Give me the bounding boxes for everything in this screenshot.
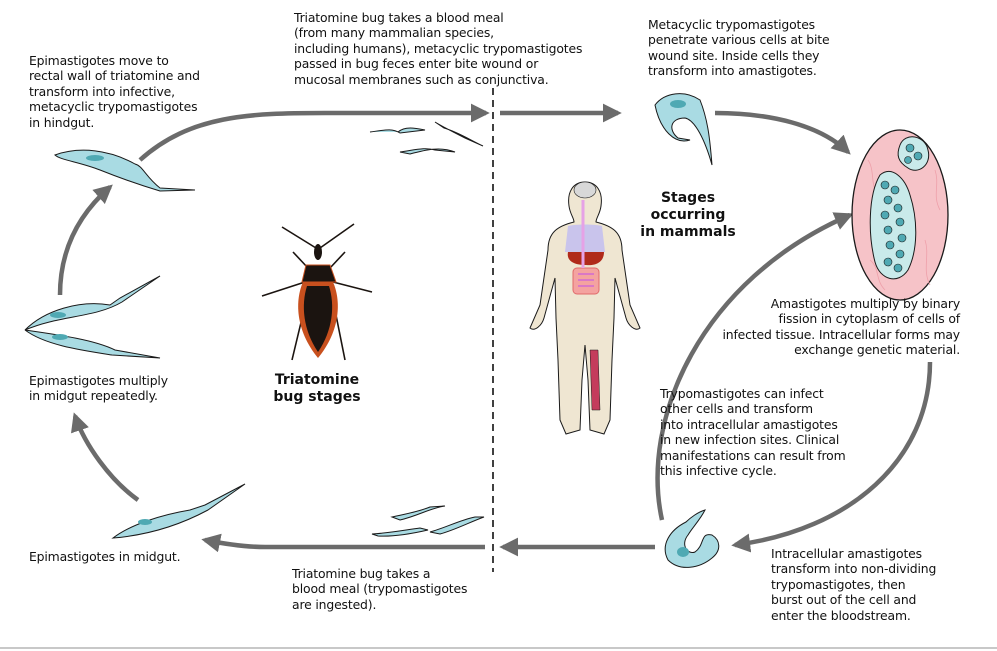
step-label-epimastigotes-hindgut: Epimastigotes move to rectal wall of tri… xyxy=(29,53,200,130)
mammal-stages-title: Stages occurring in mammals xyxy=(640,190,736,240)
step-label-metacyclic-penetrate: Metacyclic trypomastigotes penetrate var… xyxy=(648,17,830,79)
triatomine-bug-icon xyxy=(261,223,373,361)
arrow-metacyclic-to-tissue xyxy=(714,110,851,155)
arrow-hindgut-to-feces xyxy=(138,103,490,162)
arrow-tissue-to-trypomastigote xyxy=(731,361,933,553)
bug-stages-title: Triatomine bug stages xyxy=(273,372,361,405)
infected-tissue-cell-icon xyxy=(851,129,949,301)
arrow-midgut-to-multiply xyxy=(71,412,140,502)
step-label-amastigotes-multiply: Amastigotes multiply by binary fission i… xyxy=(722,296,960,358)
step-label-trypomastigotes-infect: Trypomastigotes can infect other cells a… xyxy=(660,386,846,479)
epimastigote-midgut-icon xyxy=(111,483,246,539)
bloodstream-trypomastigote-icon xyxy=(664,509,720,568)
arrow-multiply-to-hindgut xyxy=(57,184,113,296)
metacyclic-trypomastigote-bite-site-icon xyxy=(654,93,713,166)
human-anatomy-icon xyxy=(529,181,641,435)
step-label-bug-blood-meal-ingest: Triatomine bug takes a blood meal (trypo… xyxy=(292,566,468,612)
epimastigotes-dividing-icon xyxy=(24,275,161,359)
step-label-epimastigotes-multiply: Epimastigotes multiply in midgut repeate… xyxy=(29,373,168,404)
arrow-trypomastigote-to-tissue xyxy=(655,212,854,521)
metacyclic-trypomastigote-hindgut-icon xyxy=(54,149,196,192)
step-label-amastigotes-transform: Intracellular amastigotes transform into… xyxy=(771,546,937,623)
trypomastigotes-in-feces-icon xyxy=(369,121,484,155)
bottom-divider xyxy=(0,647,997,649)
step-label-epimastigotes-midgut: Epimastigotes in midgut. xyxy=(29,549,181,564)
step-label-bug-blood-meal-transmission: Triatomine bug takes a blood meal (from … xyxy=(294,10,583,87)
trypomastigotes-ingested-icon xyxy=(371,505,485,537)
arrow-ingest-to-midgut xyxy=(201,533,485,553)
